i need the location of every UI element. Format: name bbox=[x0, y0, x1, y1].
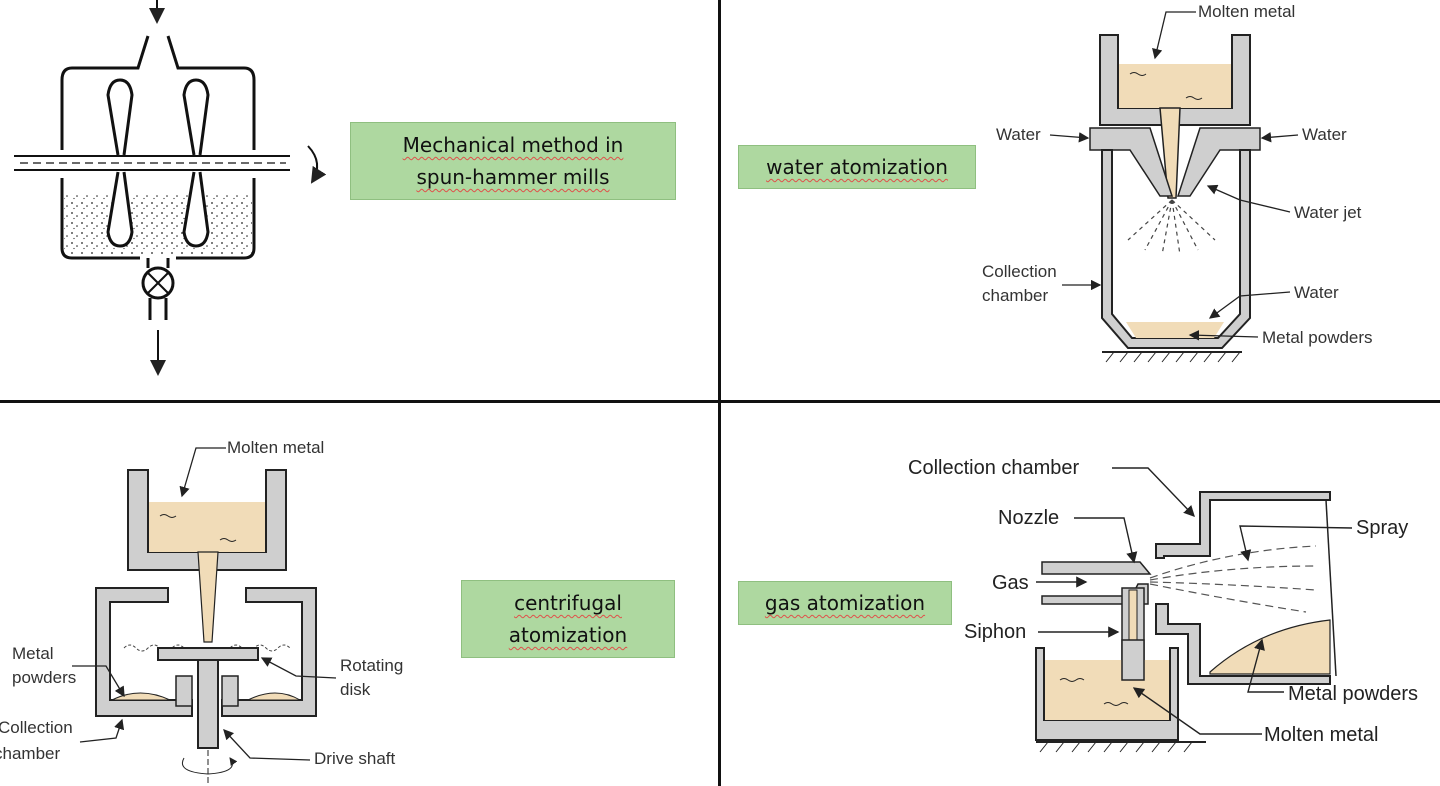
label-gas-gas: Gas bbox=[992, 572, 1029, 594]
label-water-collection-1: Collection bbox=[982, 262, 1057, 281]
label-centrifugal-rotating-1: Rotating bbox=[340, 656, 404, 675]
label-centrifugal-drive-shaft: Drive shaft bbox=[314, 749, 396, 768]
label-centrifugal-collection-1: Collection bbox=[0, 718, 73, 737]
label-centrifugal-metal-2: powders bbox=[12, 668, 77, 687]
vertical-divider bbox=[718, 0, 721, 786]
caption-centrifugal-atomization: centrifugal atomization bbox=[461, 580, 675, 658]
label-water-molten-metal: Molten metal bbox=[1198, 2, 1296, 21]
label-gas-molten-metal: Molten metal bbox=[1264, 724, 1379, 746]
caption-mechanical-method: Mechanical method in spun-hammer mills bbox=[350, 122, 676, 200]
caption-gas-atomization: gas atomization bbox=[738, 581, 952, 625]
caption-mechanical-line1: Mechanical method in bbox=[402, 133, 624, 157]
label-centrifugal-rotating-2: disk bbox=[340, 680, 371, 699]
label-centrifugal-metal-1: Metal bbox=[12, 644, 54, 663]
caption-water-atomization: water atomization bbox=[738, 145, 976, 189]
label-gas-spray: Spray bbox=[1356, 517, 1409, 539]
label-water-left: Water bbox=[996, 125, 1041, 144]
horizontal-divider bbox=[0, 400, 1440, 403]
caption-centrifugal-line1: centrifugal bbox=[514, 591, 622, 615]
label-water-jet: Water jet bbox=[1294, 203, 1362, 222]
centrifugal-atomization-diagram bbox=[72, 447, 337, 786]
caption-centrifugal-line2: atomization bbox=[508, 623, 628, 647]
caption-mechanical-line2: spun-hammer mills bbox=[416, 165, 610, 189]
label-water-right: Water bbox=[1302, 125, 1347, 144]
label-centrifugal-collection-2: chamber bbox=[0, 744, 61, 763]
label-gas-metal-powders: Metal powders bbox=[1288, 683, 1419, 705]
label-centrifugal-molten-metal: Molten metal bbox=[227, 438, 325, 457]
label-gas-siphon: Siphon bbox=[964, 621, 1027, 643]
hammer-mill-diagram bbox=[14, 0, 327, 376]
caption-water-text: water atomization bbox=[766, 155, 948, 179]
gas-atomization-diagram bbox=[1035, 467, 1353, 753]
label-gas-nozzle: Nozzle bbox=[998, 507, 1060, 529]
caption-gas-text: gas atomization bbox=[764, 591, 926, 615]
label-water-bottom: Water bbox=[1294, 283, 1339, 302]
label-gas-collection-chamber: Collection chamber bbox=[908, 457, 1080, 479]
label-water-collection-2: chamber bbox=[982, 286, 1049, 305]
water-atomization-diagram bbox=[1049, 11, 1299, 363]
label-water-metal-powders: Metal powders bbox=[1262, 328, 1373, 347]
